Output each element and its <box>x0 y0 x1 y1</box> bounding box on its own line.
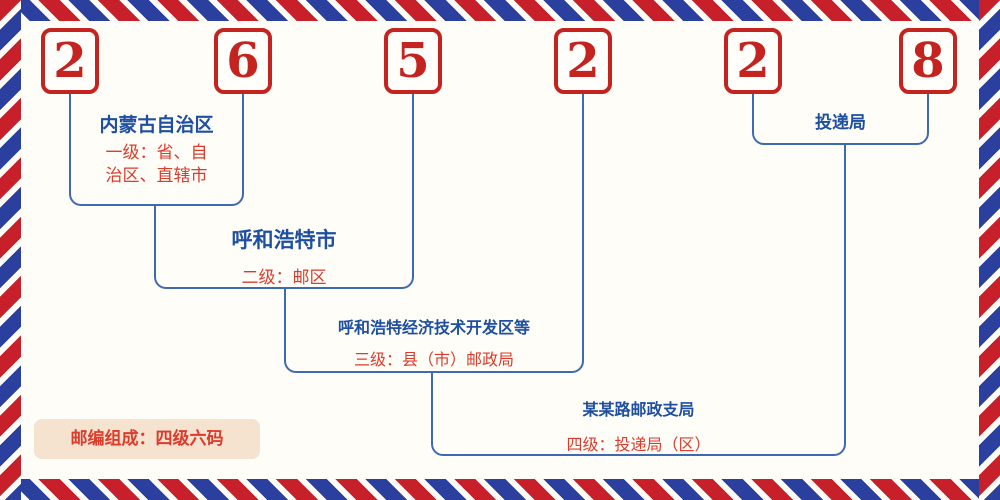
connector-line-digit3 <box>412 94 414 208</box>
level1-label: 内蒙古自治区 一级：省、自 治区、直辖市 <box>69 110 244 188</box>
level2-label: 呼和浩特市 二级：邮区 <box>154 224 414 288</box>
airmail-border-left <box>0 0 21 500</box>
level3-desc: 三级：县（市）邮政局 <box>353 350 514 369</box>
level1-desc-line1: 一级：省、自 <box>105 143 208 163</box>
airmail-border-bottom <box>0 479 1000 500</box>
delivery-office-name: 投递局 <box>815 113 866 133</box>
postal-digit-3: 5 <box>396 33 430 89</box>
postal-digit-box-2: 6 <box>214 28 272 94</box>
connector-line-digit4 <box>582 94 584 291</box>
postal-digit-box-3: 5 <box>384 28 442 94</box>
delivery-office-label: 投递局 <box>752 108 929 133</box>
level4-label: 某某路邮政支局 四级：投递局（区） <box>431 396 846 455</box>
postal-digit-2: 6 <box>226 33 260 89</box>
composition-note-chip: 邮编组成：四级六码 <box>34 419 260 459</box>
level2-name: 呼和浩特市 <box>231 228 337 252</box>
airmail-border-right <box>979 0 1000 500</box>
composition-note: 邮编组成：四级六码 <box>70 429 224 449</box>
level2-desc: 二级：邮区 <box>241 268 327 288</box>
level4-name: 某某路邮政支局 <box>582 400 695 419</box>
level4-desc: 四级：投递局（区） <box>566 435 711 454</box>
connector-bracket-level4 <box>431 372 846 456</box>
postal-digit-box-1: 2 <box>41 28 99 94</box>
postal-digit-5: 2 <box>736 33 770 89</box>
level1-desc-line2: 治区、直辖市 <box>105 166 208 186</box>
postal-digit-box-6: 8 <box>899 28 957 94</box>
postal-digit-4: 2 <box>566 33 600 89</box>
level3-name: 呼和浩特经济技术开发区等 <box>337 318 530 337</box>
postal-digit-box-5: 2 <box>724 28 782 94</box>
postal-digit-1: 2 <box>53 33 87 89</box>
postal-digit-6: 8 <box>911 33 945 89</box>
connector-bracket-delivery <box>752 94 929 145</box>
airmail-border-top <box>0 0 1000 21</box>
connector-line-delivery-to-level4 <box>844 143 846 374</box>
postal-digit-box-4: 2 <box>554 28 612 94</box>
level3-label: 呼和浩特经济技术开发区等 三级：县（市）邮政局 <box>284 314 584 370</box>
level1-name: 内蒙古自治区 <box>99 114 214 136</box>
